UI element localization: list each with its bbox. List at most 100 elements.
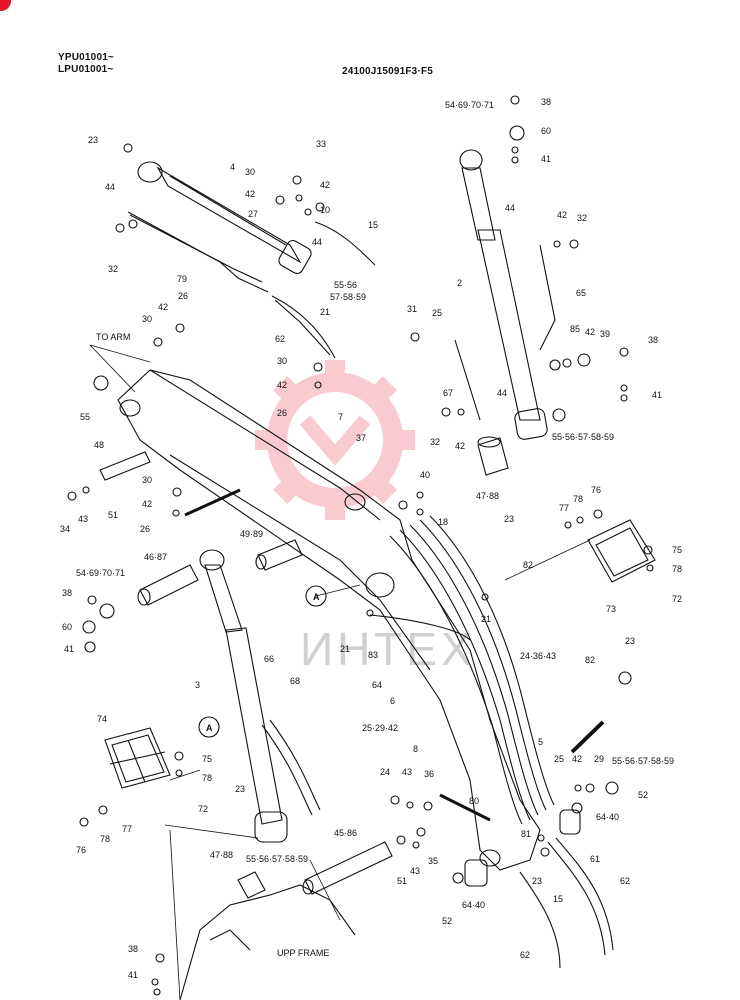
callout: 30 [142,475,152,485]
ref-a-cover: A [206,723,213,733]
callout: 64 [372,680,382,690]
callout: 55·56·57·58·59 [552,432,614,442]
pin-48 [99,451,151,481]
boom-structure [117,369,555,871]
callout: 10 [320,205,330,215]
pipe-79 [127,211,269,293]
callout: 55·56 [334,280,357,290]
callout: 30 [245,167,255,177]
callout: 8 [413,744,418,754]
hose-15-bottom [519,871,561,969]
callout: 30 [277,356,287,366]
callout: 73 [606,604,616,614]
callout: 55·56·57·58·59 [612,756,674,766]
callout: 52 [638,790,648,800]
callout: 55·56·57·58·59 [246,854,308,864]
hose-62-bottom [547,841,606,956]
callout: 62 [520,950,530,960]
callout: 35 [428,856,438,866]
part-callouts: 23 4 33 30 42 44 10 27 44 15 42 32 79 55… [60,97,682,980]
callout: 44 [105,182,115,192]
callout: 67 [443,388,453,398]
callout: 76 [76,845,86,855]
callout: 51 [397,876,407,886]
callout: 15 [368,220,378,230]
callout: 85 [570,324,580,334]
callout: 44 [505,203,515,213]
callout: 47·88 [476,491,499,501]
label-upp-frame: UPP FRAME [277,948,329,958]
callout: 30 [142,314,152,324]
callout: 24 [380,767,390,777]
callout: 64·40 [462,900,485,910]
ref-a-boom: A [313,592,320,602]
callout: 62 [620,876,630,886]
callout: 34 [60,524,70,534]
callout: 38 [62,588,72,598]
callout: 40 [420,470,430,480]
hose-15-top [314,221,376,266]
callout: 38 [128,944,138,954]
callout: 42 [572,754,582,764]
watermark-gear-icon [255,360,415,520]
callout: 37 [356,433,366,443]
leader-lines [89,344,591,1000]
callout: 38 [541,97,551,107]
arm-cylinder-right [454,149,556,440]
callout: 6 [390,696,395,706]
callout: 54·69·70·71 [76,568,125,578]
boom-cylinder-top [129,161,331,356]
watermark-text: ИНТЕХ [300,623,476,675]
callout: 41 [541,154,551,164]
callout: 51 [108,510,118,520]
hose-62-bottom-b [555,837,614,951]
callout: 25 [432,308,442,318]
callout: 41 [652,390,662,400]
serial-range-1: YPU01001~ [58,52,115,63]
callout: 64·40 [596,812,619,822]
corner-badge-icon [0,0,11,11]
serial-range-2: LPU01001~ [58,64,114,75]
cover-73 [587,519,656,583]
callout: 25 [554,754,564,764]
callout: 76 [591,485,601,495]
callout: 41 [64,644,74,654]
callout: 33 [316,139,326,149]
callout: 52 [442,916,452,926]
callout: 23 [625,636,635,646]
callout: 26 [178,291,188,301]
callout: 62 [275,334,285,344]
callout: 24·36·43 [520,651,556,661]
callout: 23 [88,135,98,145]
callout: 82 [523,560,533,570]
callout: 68 [290,676,300,686]
callout: 32 [430,437,440,447]
cover-74 [104,727,171,789]
tube-83 [369,614,471,641]
callout: 18 [438,517,448,527]
callout: 42 [585,327,595,337]
callout: 48 [94,440,104,450]
callout: 29 [594,754,604,764]
label-to-arm: TO ARM [96,332,130,342]
callout: 42 [158,302,168,312]
callout: 72 [198,804,208,814]
callout: 61 [590,854,600,864]
callout: 42 [557,210,567,220]
callout: 42 [455,441,465,451]
callout: 7 [338,412,343,422]
callout: 21 [340,644,350,654]
callout: 78 [672,564,682,574]
callout: 42 [245,189,255,199]
rod-black-3 [439,793,491,822]
rod-black-1 [184,488,241,517]
callout: 43 [402,767,412,777]
pin-46-87 [137,564,199,606]
callout: 74 [97,714,107,724]
callout: 46·87 [144,552,167,562]
callout: 25·29·42 [362,723,398,733]
callout: 77 [122,824,132,834]
upper-frame [179,884,356,1000]
